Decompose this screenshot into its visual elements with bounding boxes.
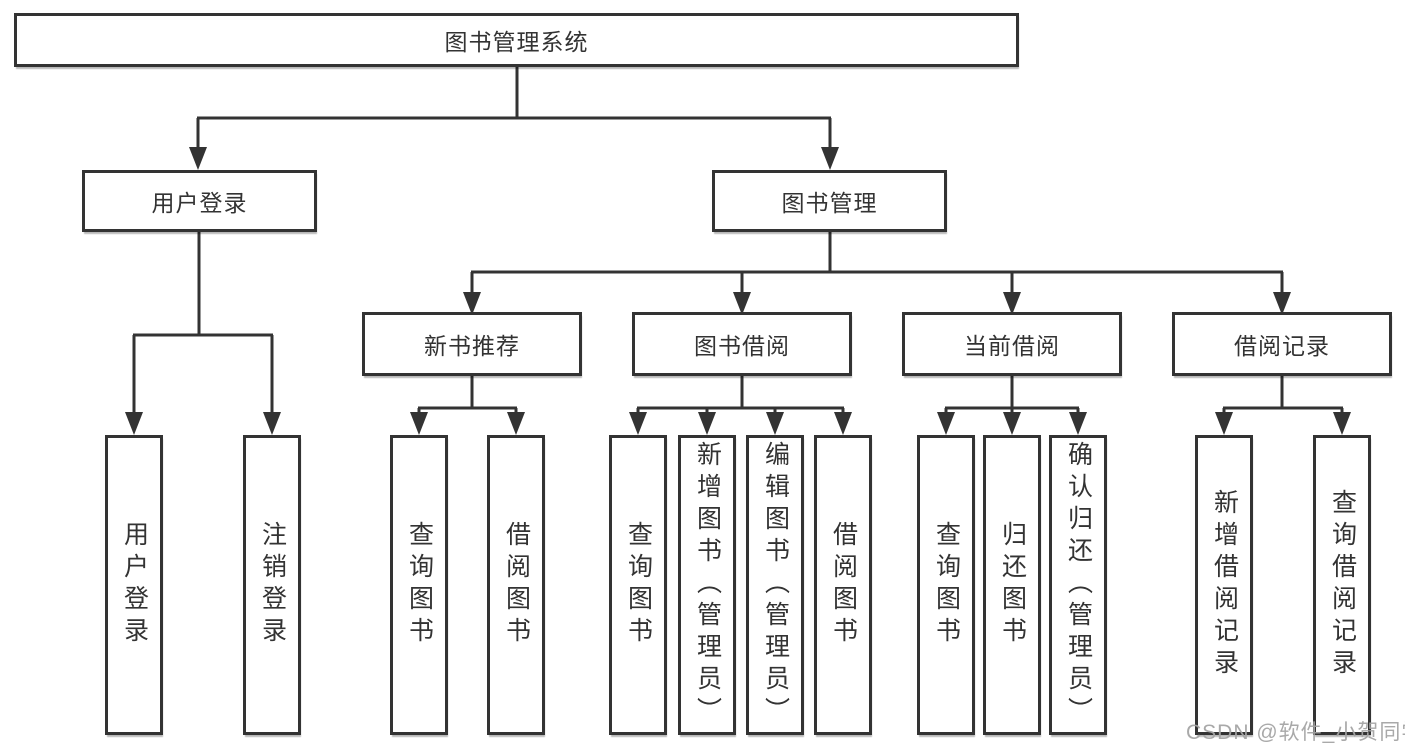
node-new-book-recommendation: 新书推荐 (362, 312, 582, 376)
node-label: 借阅记录 (1234, 333, 1330, 359)
node-label: 图书管理系统 (444, 29, 589, 55)
leaf-return-books: 归还图书 (983, 435, 1041, 735)
node-label: 图书管理 (781, 190, 878, 216)
leaf-query-borrow-record: 查询借阅记录 (1313, 435, 1371, 735)
leaf-query-books-current: 查询图书 (917, 435, 975, 735)
leaf-user-login: 用户登录 (105, 435, 163, 735)
node-label: 借阅图书 (502, 521, 531, 649)
node-label: 查询借阅记录 (1328, 489, 1357, 681)
node-book-borrowing: 图书借阅 (632, 312, 852, 376)
node-book-management: 图书管理 (712, 170, 947, 232)
leaf-add-books-admin: 新增图书（管理员） (678, 435, 736, 735)
node-label: 用户登录 (151, 190, 248, 216)
node-label: 查询图书 (932, 521, 961, 649)
leaf-confirm-return-admin: 确认归还（管理员） (1049, 435, 1107, 735)
csdn-watermark: CSDN @软件_小贺同学 (1186, 721, 1405, 744)
node-label: 查询图书 (405, 521, 434, 649)
node-label: 用户登录 (120, 521, 149, 649)
node-label: 图书借阅 (694, 333, 790, 359)
node-label: 确认归还（管理员） (1064, 441, 1093, 729)
leaf-logout: 注销登录 (243, 435, 301, 735)
leaf-edit-books-admin: 编辑图书（管理员） (746, 435, 804, 735)
leaf-add-borrow-record: 新增借阅记录 (1195, 435, 1253, 735)
node-user-login: 用户登录 (82, 170, 317, 232)
leaf-query-books-recommend: 查询图书 (390, 435, 448, 735)
node-label: 借阅图书 (829, 521, 858, 649)
node-label: 归还图书 (998, 521, 1027, 649)
node-label: 查询图书 (624, 521, 653, 649)
leaf-query-books-borrow: 查询图书 (609, 435, 667, 735)
node-label: 新增图书（管理员） (693, 441, 722, 729)
node-borrowing-records: 借阅记录 (1172, 312, 1392, 376)
leaf-borrow-books: 借阅图书 (814, 435, 872, 735)
node-label: 注销登录 (258, 521, 287, 649)
node-label: 当前借阅 (964, 333, 1060, 359)
node-current-borrowing: 当前借阅 (902, 312, 1122, 376)
node-label: 新增借阅记录 (1210, 489, 1239, 681)
node-label: 编辑图书（管理员） (761, 441, 790, 729)
node-library-management-system: 图书管理系统 (14, 13, 1019, 67)
node-label: 新书推荐 (424, 333, 520, 359)
leaf-borrow-books-recommend: 借阅图书 (487, 435, 545, 735)
